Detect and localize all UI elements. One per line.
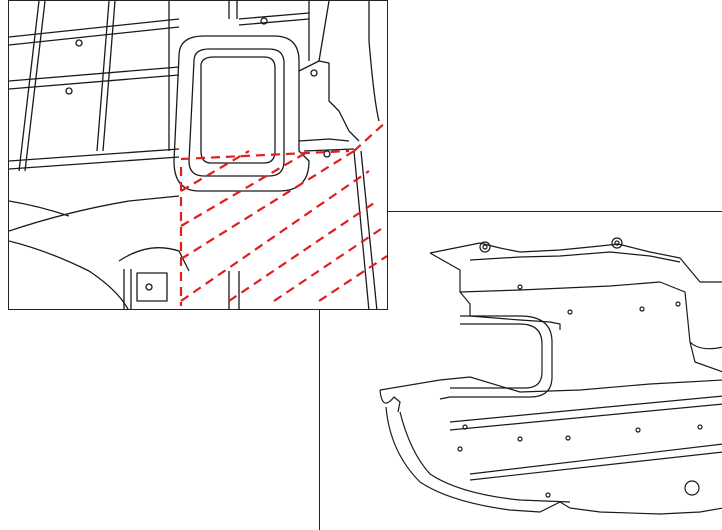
underbody-panel-line-drawing-icon [379, 237, 722, 515]
closeup-line-drawing-icon [9, 1, 387, 309]
highlight-hatch [179, 120, 387, 306]
closeup-view [8, 0, 388, 310]
